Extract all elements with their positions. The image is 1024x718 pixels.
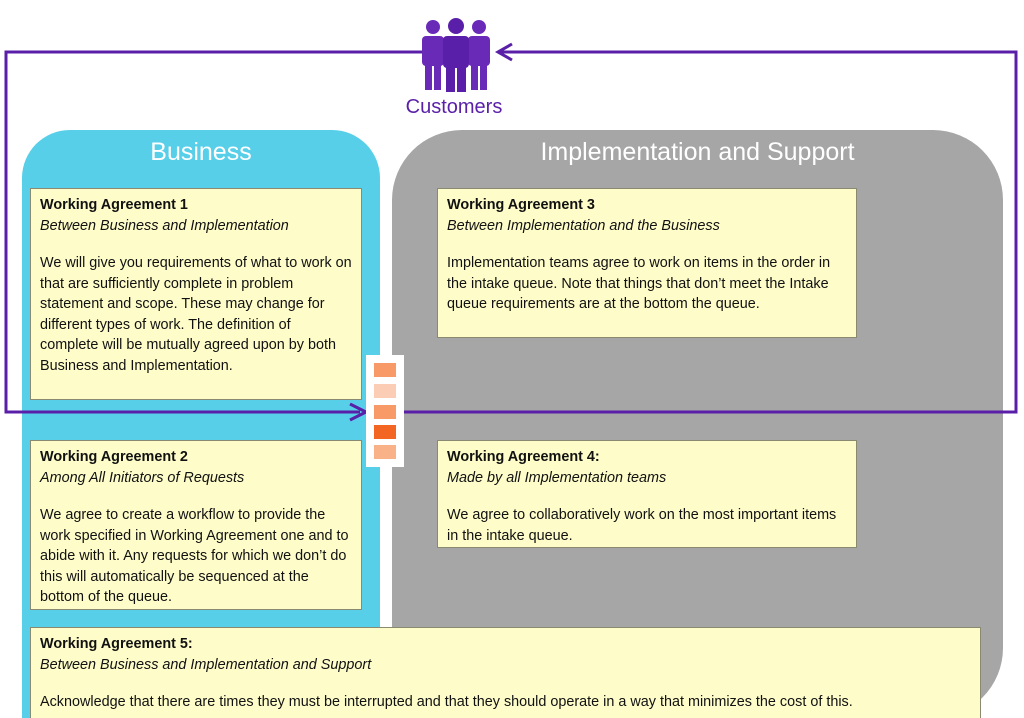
agreement-title: Working Agreement 2 (40, 449, 188, 465)
business-panel-title: Business (150, 138, 252, 166)
queue-item (374, 425, 396, 439)
agreement-body: We agree to create a workflow to provide… (40, 507, 349, 605)
agreement-subtitle: Between Business and Implementation and … (40, 656, 372, 673)
agreement-subtitle: Made by all Implementation teams (447, 469, 667, 486)
agreement-title: Working Agreement 1 (40, 197, 188, 213)
intake-queue (366, 355, 404, 467)
working-agreement-1-card: Working Agreement 1 Between Business and… (30, 188, 362, 400)
agreement-title: Working Agreement 3 (447, 197, 595, 213)
agreement-body: We will give you requirements of what to… (40, 255, 352, 374)
working-agreement-5-card: Working Agreement 5: Between Business an… (30, 627, 981, 718)
queue-item (374, 405, 396, 419)
loop-line-left (4, 50, 422, 414)
implementation-panel-title: Implementation and Support (540, 138, 855, 166)
queue-item (374, 363, 396, 377)
agreement-subtitle: Among All Initiators of Requests (40, 469, 245, 486)
people-group-icon (422, 18, 490, 92)
queue-item (374, 384, 396, 398)
working-agreement-4-card: Working Agreement 4: Made by all Impleme… (437, 440, 857, 548)
agreement-body: We agree to collaboratively work on the … (447, 507, 837, 544)
customers-label: Customers (405, 96, 503, 118)
queue-item (374, 445, 396, 459)
agreement-body: Acknowledge that there are times they mu… (40, 694, 853, 710)
agreement-subtitle: Between Implementation and the Business (447, 217, 720, 234)
agreement-body: Implementation teams agree to work on it… (447, 255, 831, 312)
agreement-title: Working Agreement 5: (40, 636, 193, 652)
working-agreement-3-card: Working Agreement 3 Between Implementati… (437, 188, 857, 338)
working-agreement-2-card: Working Agreement 2 Among All Initiators… (30, 440, 362, 610)
arrowhead-to-customers (494, 42, 513, 62)
agreement-title: Working Agreement 4: (447, 449, 600, 465)
agreement-subtitle: Between Business and Implementation (40, 217, 289, 234)
loop-line-right (400, 50, 1018, 414)
